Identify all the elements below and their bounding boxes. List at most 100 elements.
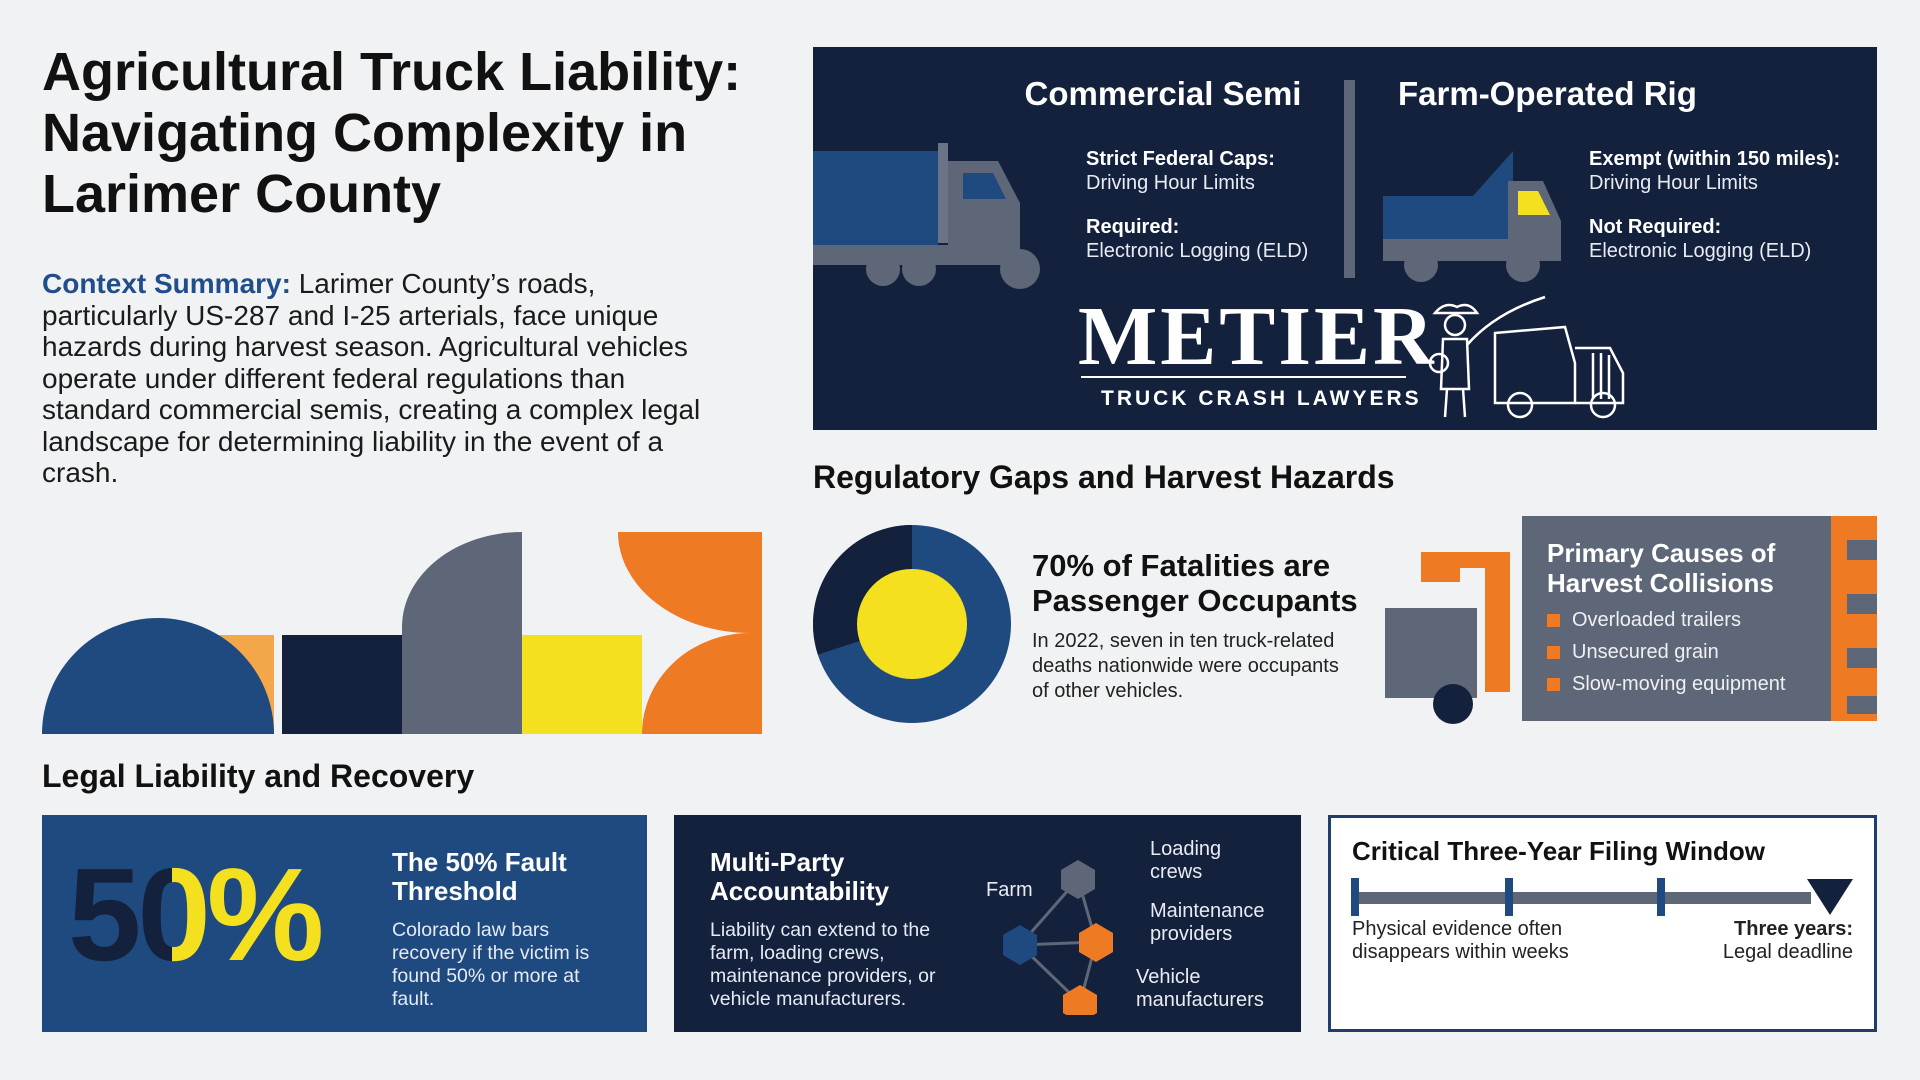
commercial-semi-item-1-label: Strict Federal Caps: <box>1086 148 1275 170</box>
node-label-vehicle-line-1: Vehicle <box>1136 966 1201 988</box>
page-title: Agricultural Truck Liability: Navigating… <box>42 42 762 225</box>
node-label-maintenance-line-1: Maintenance <box>1150 900 1265 922</box>
fault-threshold-text: Colorado law bars recovery if the victim… <box>392 919 637 1011</box>
node-label-loading-line-1: Loading <box>1150 838 1222 860</box>
fatality-stat-text: In 2022, seven in ten truck-related deat… <box>1032 629 1372 704</box>
causes-heading: Primary Causes of Harvest Collisions <box>1547 538 1827 598</box>
multi-party-text-line-3: maintenance providers, or <box>710 965 936 987</box>
multi-party-text-line-2: farm, loading crews, <box>710 942 885 964</box>
timeline-bar <box>1355 892 1811 904</box>
fault-threshold-text-line-4: fault. <box>392 988 435 1010</box>
fault-threshold-text-line-2: recovery if the victim is <box>392 942 590 964</box>
filing-evidence-note-line-1: Physical evidence often <box>1352 918 1563 940</box>
farm-rig-item-1: Exempt (within 150 miles): Driving Hour … <box>1589 147 1869 195</box>
stripe-notch-2 <box>1847 594 1877 614</box>
causes-heading-line-1: Primary Causes of <box>1547 538 1776 568</box>
blue-half-circle <box>42 618 274 734</box>
fatality-stat-text-line-1: In 2022, seven in ten truck-related <box>1032 630 1335 652</box>
cause-item-label: Unsecured grain <box>1572 640 1719 663</box>
bullet-square-icon <box>1547 677 1560 691</box>
farm-rig-item-2-label: Not Required: <box>1589 216 1722 238</box>
node-label-farm: Farm <box>986 879 1033 901</box>
filing-deadline-text: Legal deadline <box>1722 941 1853 963</box>
fault-threshold-heading: The 50% Fault Threshold <box>392 848 632 906</box>
big-percent-sign: % <box>206 841 324 988</box>
fatality-stat-text-line-3: of other vehicles. <box>1032 680 1184 702</box>
fatality-stat-heading-line-1: 70% of Fatalities are <box>1032 548 1331 583</box>
navy-block <box>282 635 402 734</box>
yellow-block <box>522 635 642 734</box>
commercial-semi-item-2: Required: Electronic Logging (ELD) <box>1086 215 1376 263</box>
metier-logo-tagline: TRUCK CRASH LAWYERS <box>1101 387 1422 410</box>
multi-party-text-line-1: Liability can extend to the <box>710 919 931 941</box>
bullet-square-icon <box>1547 645 1560 659</box>
party-network-diagram <box>1003 860 1113 1015</box>
farm-rig-item-1-label: Exempt (within 150 miles): <box>1589 148 1841 170</box>
context-summary: Context Summary: Larimer County’s roads,… <box>42 268 722 489</box>
fatality-stat-heading-line-2: Passenger Occupants <box>1032 583 1358 618</box>
harvest-trailer-icon <box>1385 552 1510 724</box>
metier-logo-name: METIER <box>1078 290 1437 383</box>
maintenance-node-hex-icon <box>1079 923 1113 962</box>
fatality-stat-text-line-2: deaths nationwide were occupants <box>1032 655 1339 677</box>
big-digit-0: 0 <box>137 841 210 988</box>
fault-threshold-text-line-3: found 50% or more at <box>392 965 580 987</box>
commercial-semi-title: Commercial Semi <box>1024 75 1302 112</box>
logo-rule <box>1081 376 1406 378</box>
context-summary-label: Context Summary: <box>42 268 291 299</box>
cause-item: Overloaded trailers <box>1547 604 1827 636</box>
fault-threshold-heading-line-2: Threshold <box>392 876 518 906</box>
node-label-vehicle-line-2: manufacturers <box>1136 989 1264 1011</box>
multi-party-heading-line-1: Multi-Party <box>710 847 845 877</box>
commercial-semi-item-2-label: Required: <box>1086 216 1180 238</box>
commercial-semi-truck-icon <box>813 143 1040 289</box>
farm-rig-title: Farm-Operated Rig <box>1398 75 1697 112</box>
cause-item-label: Slow-moving equipment <box>1572 672 1786 695</box>
commercial-semi-item-2-text: Electronic Logging (ELD) <box>1086 240 1309 262</box>
multi-party-heading: Multi-Party Accountability <box>710 848 970 906</box>
title-line-1: Agricultural Truck Liability: <box>42 42 742 102</box>
cause-item: Slow-moving equipment <box>1547 668 1827 700</box>
donut-center <box>857 569 967 679</box>
timeline-tick <box>1505 878 1513 916</box>
farm-rig-item-2-text: Electronic Logging (ELD) <box>1589 240 1812 262</box>
comparison-divider <box>1344 80 1355 278</box>
filing-window-card: Critical Three-Year Filing Window Physic… <box>1328 815 1877 1032</box>
loading-node-hex-icon <box>1061 860 1095 899</box>
fault-threshold-text-line-1: Colorado law bars <box>392 919 550 941</box>
orange-curve-shape <box>618 532 762 734</box>
filing-window-heading: Critical Three-Year Filing Window <box>1352 836 1765 866</box>
node-label-maintenance: Maintenance providers <box>1150 900 1265 946</box>
regulatory-section-heading: Regulatory Gaps and Harvest Hazards <box>813 459 1395 495</box>
multi-party-heading-line-2: Accountability <box>710 876 890 906</box>
collision-causes-card: Primary Causes of Harvest Collisions Ove… <box>1522 516 1877 721</box>
farm-dump-truck-icon <box>1383 151 1561 282</box>
vehicle-node-hex-icon <box>1063 985 1097 1015</box>
filing-timeline <box>1351 878 1853 916</box>
filing-deadline-label: Three years: <box>1734 918 1853 940</box>
farm-node-hex-icon <box>1003 925 1037 965</box>
cause-item: Unsecured grain <box>1547 636 1827 668</box>
gray-arch <box>402 532 522 734</box>
decorative-shapes-graphic <box>42 532 762 734</box>
fatality-stat-heading: 70% of Fatalities are Passenger Occupant… <box>1032 548 1372 618</box>
cause-item-label: Overloaded trailers <box>1572 608 1741 631</box>
title-line-2: Navigating Complexity in <box>42 103 688 163</box>
bullet-square-icon <box>1547 613 1560 627</box>
fault-threshold-card: 50% The 50% Fault Threshold Colorado law… <box>42 815 647 1032</box>
commercial-semi-item-1-text: Driving Hour Limits <box>1086 172 1255 194</box>
causes-heading-line-2: Harvest Collisions <box>1547 568 1774 598</box>
fault-threshold-heading-line-1: The 50% Fault <box>392 847 567 877</box>
context-summary-text: Larimer County’s roads, particularly US-… <box>42 268 701 488</box>
vehicle-comparison-panel: Commercial Semi Strict Federal Caps: Dri… <box>813 47 1877 430</box>
filing-deadline-note: Three years: Legal deadline <box>1723 918 1853 964</box>
filing-evidence-note-line-2: disappears within weeks <box>1352 941 1569 963</box>
fatality-donut-chart <box>813 525 1011 723</box>
cowboy-truck-logo-icon <box>1428 295 1625 419</box>
stripe-notch-4 <box>1847 696 1877 714</box>
node-label-maintenance-line-2: providers <box>1150 923 1233 945</box>
legal-section-heading: Legal Liability and Recovery <box>42 758 475 794</box>
multi-party-text: Liability can extend to the farm, loadin… <box>710 919 970 1011</box>
multi-party-text-line-4: vehicle manufacturers. <box>710 988 907 1010</box>
stripe-notch-3 <box>1847 648 1877 668</box>
